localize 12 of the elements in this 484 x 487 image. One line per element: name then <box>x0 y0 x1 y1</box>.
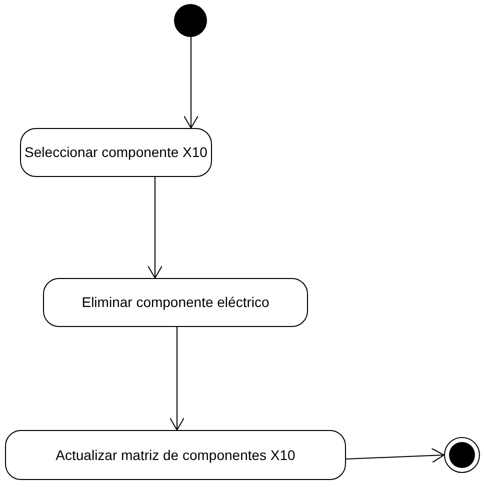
activity-label: Eliminar componente eléctrico <box>82 293 270 312</box>
activity-box <box>20 128 212 177</box>
arrow <box>148 176 162 278</box>
activity-box <box>5 430 346 480</box>
arrow <box>184 36 198 128</box>
activity-box <box>43 278 308 327</box>
initial-node <box>174 4 207 37</box>
activity-label: Actualizar matriz de componentes X10 <box>56 446 296 465</box>
activity-label: Seleccionar componente X10 <box>24 143 208 162</box>
final-node <box>444 437 480 473</box>
arrow <box>170 326 184 430</box>
arrow <box>346 448 444 463</box>
